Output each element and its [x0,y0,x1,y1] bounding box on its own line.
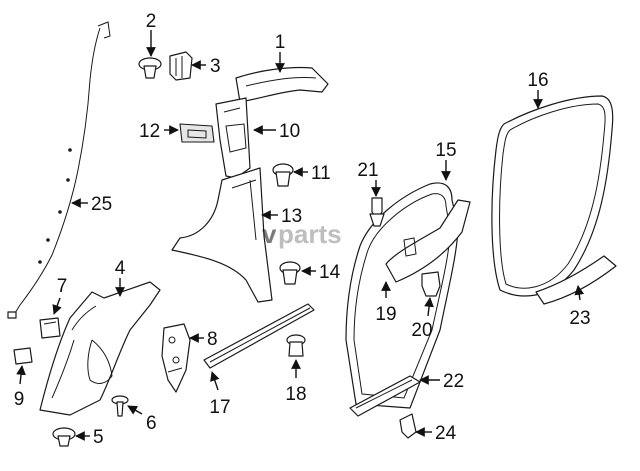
callout-20: 20 [411,320,432,341]
callout-22: 22 [443,371,464,392]
part-16-door-seal [491,95,614,297]
callout-4: 4 [115,258,126,279]
part-7-clip [39,317,61,339]
part-24-cap [399,413,417,439]
part-12-bracket [179,123,215,143]
part-9-clip [13,347,33,365]
part-23-sill-plate [535,255,617,305]
callout-12: 12 [139,121,160,142]
part-19-trim [385,199,471,283]
part-3-retainer [169,51,193,81]
part-2-push-clip [138,57,162,79]
part-20-clip [421,271,441,297]
part-4-lower-trim-panel [39,281,161,416]
callout-18: 18 [285,384,306,405]
callout-8: 8 [207,329,218,350]
callout-16: 16 [527,70,548,91]
callout-3: 3 [210,56,221,77]
watermark-prefix: v [262,219,277,249]
part-1-upper-trim [235,66,329,103]
callout-23: 23 [569,308,590,329]
watermark-suffix: parts [278,219,342,249]
part-15-door-opening-trim [345,182,459,409]
callout-5: 5 [93,427,104,448]
part-8-bracket [161,323,191,393]
callout-10: 10 [279,121,300,142]
part-18-clip [286,334,306,357]
part-6-screw [111,395,129,417]
part-11-clip [272,163,294,187]
callout-2: 2 [146,11,157,32]
part-21-bolt [369,197,385,227]
watermark: v parts [262,219,342,249]
callout-14: 14 [319,262,341,283]
callout-1: 1 [275,32,286,53]
callout-13: 13 [281,206,302,227]
callout-17: 17 [209,397,230,418]
callout-9: 9 [14,389,25,410]
callout-19: 19 [375,304,396,325]
callout-6: 6 [146,413,157,434]
part-5-push-clip [52,427,76,447]
callout-7: 7 [57,276,68,297]
part-17-sill-strip [203,303,315,369]
callout-21: 21 [357,160,378,181]
callout-25: 25 [91,194,112,215]
callout-11: 11 [311,163,331,184]
callout-15: 15 [435,140,456,161]
part-25-wiring-harness [7,21,111,319]
part-10-upper-pillar-trim [215,97,251,179]
part-14-clip [279,261,301,285]
callout-24: 24 [435,423,457,444]
part-13-lower-pillar-trim [171,167,273,303]
